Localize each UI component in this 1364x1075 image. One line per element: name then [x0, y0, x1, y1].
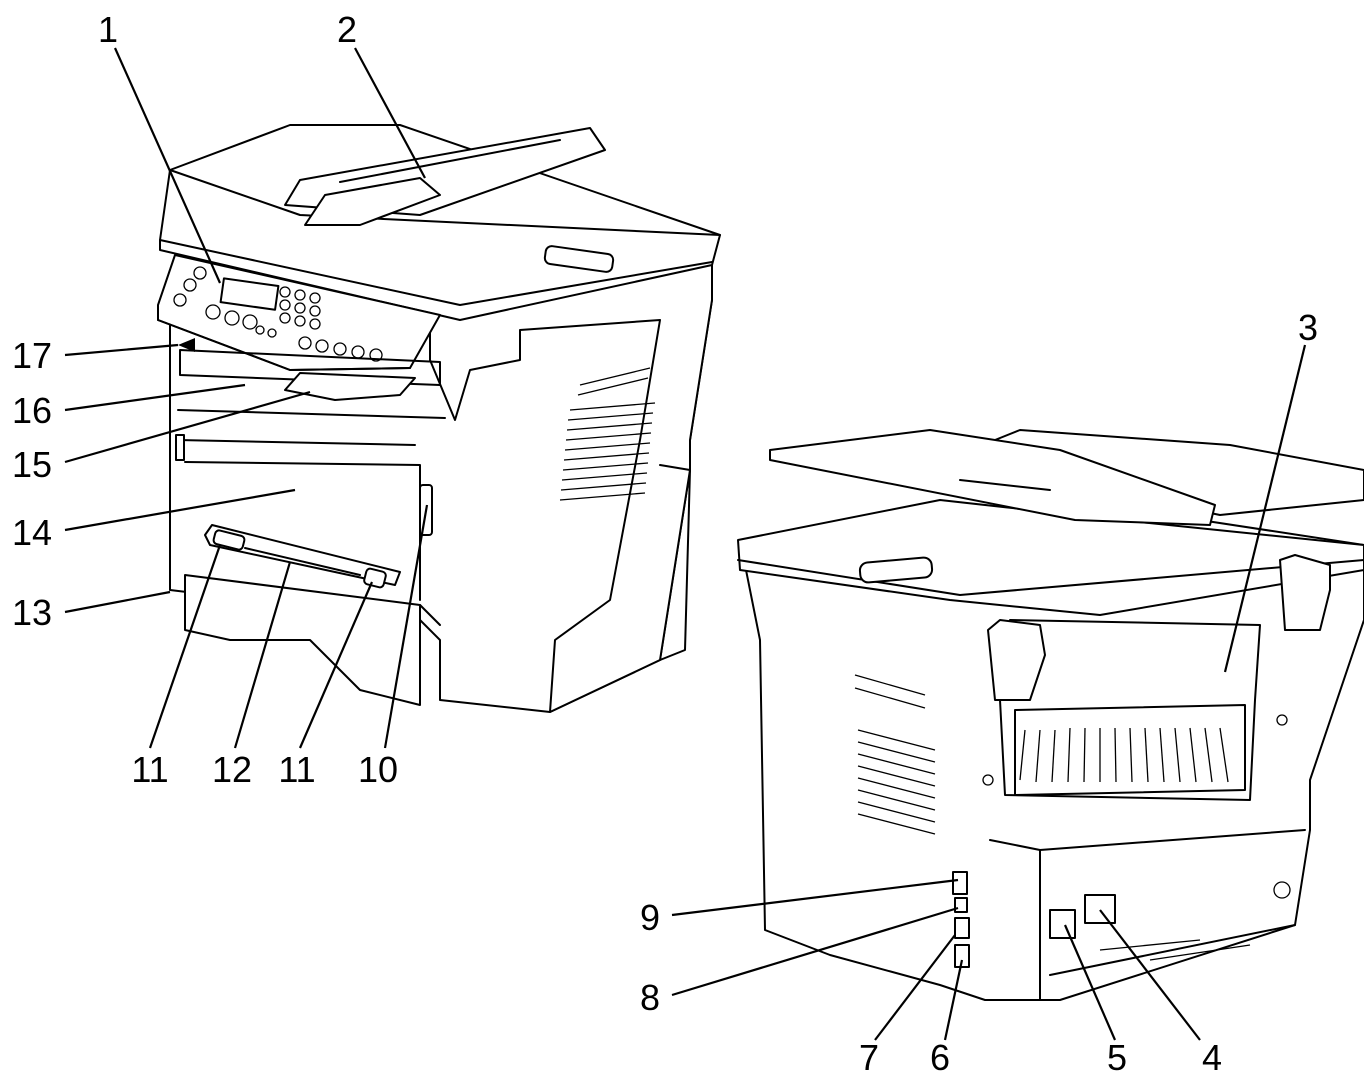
- callout-5: 5: [1107, 1037, 1127, 1075]
- callout-1: 1: [98, 9, 118, 50]
- callout-numbers: 1 2 3 4 5 6 7 8 9 10 11 11 12 13 14 15 1…: [12, 9, 1318, 1075]
- rear-vents: [1019, 727, 1229, 783]
- callout-10: 10: [358, 749, 398, 790]
- leader-11b: [298, 581, 374, 749]
- leader-14: [64, 488, 296, 532]
- callout-14: 14: [12, 512, 52, 553]
- callout-11-left: 11: [131, 749, 168, 790]
- printer-front-view: [157, 124, 721, 713]
- callout-2: 2: [337, 9, 357, 50]
- leader-4: [1099, 909, 1201, 1041]
- callout-12: 12: [212, 749, 252, 790]
- rear-side-vents: [854, 674, 936, 835]
- side-vents: [559, 367, 656, 501]
- leader-7: [874, 934, 956, 1041]
- leader-13: [64, 590, 171, 614]
- leader-5: [1063, 924, 1117, 1041]
- leader-15: [64, 390, 311, 464]
- callout-15: 15: [12, 444, 52, 485]
- leader-11a: [148, 544, 222, 749]
- callout-4: 4: [1202, 1037, 1222, 1075]
- leader-17: [64, 343, 179, 357]
- leader-6: [943, 959, 964, 1041]
- printer-rear-view: [737, 429, 1364, 1001]
- leader-12: [233, 561, 292, 749]
- callout-13: 13: [12, 592, 52, 633]
- callout-6: 6: [930, 1037, 950, 1075]
- leader-8: [671, 906, 959, 997]
- callout-3: 3: [1298, 307, 1318, 348]
- leader-16: [64, 383, 246, 412]
- leader-lines: [64, 47, 1307, 1041]
- leader-10: [383, 504, 429, 749]
- callout-8: 8: [640, 977, 660, 1018]
- callout-17: 17: [12, 335, 52, 376]
- callout-11-right: 11: [278, 749, 315, 790]
- callout-16: 16: [12, 390, 52, 431]
- leader-3: [1223, 344, 1307, 673]
- callout-9: 9: [640, 897, 660, 938]
- panel-buttons: [173, 266, 383, 362]
- leader-1: [113, 47, 222, 284]
- leader-2: [354, 47, 426, 179]
- callout-7: 7: [859, 1037, 879, 1075]
- leader-9: [671, 878, 959, 917]
